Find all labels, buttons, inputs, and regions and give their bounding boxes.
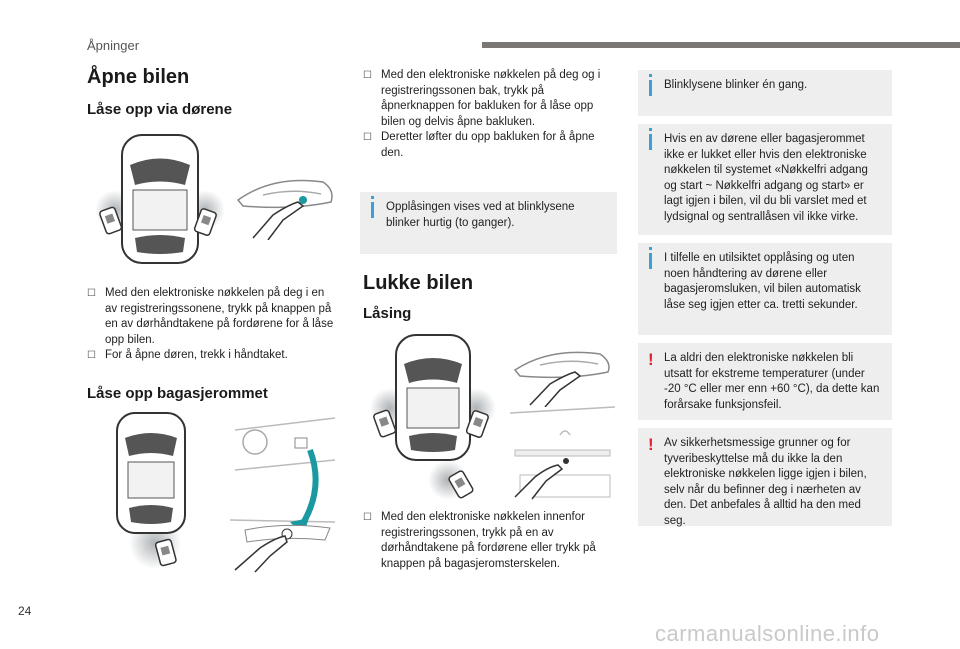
- bullet-text: Med den elektroniske nøkkelen på deg i e…: [105, 287, 334, 346]
- car-top-view-illustration: [95, 134, 225, 264]
- info-box: Blinklysene blinker én gang.: [638, 70, 892, 116]
- info-box: Opplåsingen vises ved at blinklysene bli…: [360, 192, 617, 254]
- warning-box: ! Av sikkerhetsmessige grunner og for ty…: [638, 428, 892, 527]
- page-number: 24: [18, 604, 32, 618]
- subheading-unlock-doors: Låse opp via dørene: [87, 101, 233, 118]
- checkbox-marker-icon: ☐: [87, 350, 96, 361]
- info-box: Hvis en av dørene eller bagasjerommet ik…: [638, 124, 892, 235]
- info-text: I tilfelle en utilsiktet opplåsing og ut…: [664, 252, 861, 311]
- info-icon: [649, 128, 652, 150]
- boot-sill-button-illustration: [510, 406, 615, 500]
- info-text: Opplåsingen vises ved at blinklysene bli…: [386, 201, 575, 229]
- list-item: ☐ Deretter løfter du opp bakluken for å å…: [363, 130, 618, 161]
- header-bar: [482, 42, 960, 48]
- checkbox-marker-icon: ☐: [363, 70, 372, 81]
- subheading-locking: Låsing: [363, 305, 412, 322]
- info-icon: [649, 74, 652, 96]
- info-icon: [371, 196, 374, 218]
- watermark: carmanualsonline.info: [655, 621, 880, 646]
- car-lock-zones-illustration: [370, 334, 496, 500]
- info-text: Blinklysene blinker én gang.: [664, 79, 808, 91]
- bullet-text: Med den elektroniske nøkkelen på deg og …: [381, 69, 601, 128]
- list-item: ☐ Med den elektroniske nøkkelen på deg og…: [363, 68, 618, 130]
- checkbox-marker-icon: ☐: [363, 132, 372, 143]
- info-box: I tilfelle en utilsiktet opplåsing og ut…: [638, 243, 892, 335]
- section-title-lock: Lukke bilen: [363, 272, 474, 294]
- list-item: ☐ For å åpne døren, trekk i håndtaket.: [87, 348, 337, 364]
- list-item: ☐ Med den elektroniske nøkkelen innenfor …: [363, 510, 618, 572]
- warning-exclamation-icon: !: [648, 435, 654, 454]
- checkbox-marker-icon: ☐: [87, 288, 96, 299]
- door-handle-lock-illustration: [513, 351, 610, 407]
- warning-exclamation-icon: !: [648, 350, 654, 369]
- bullet-text: For å åpne døren, trekk i håndtaket.: [105, 349, 288, 361]
- info-text: Hvis en av dørene eller bagasjerommet ik…: [664, 133, 868, 223]
- warning-box: ! La aldri den elektroniske nøkkelen bli…: [638, 343, 892, 420]
- list-item: ☐ Med den elektroniske nøkkelen på deg i …: [87, 286, 337, 348]
- warning-text: La aldri den elektroniske nøkkelen bli u…: [664, 352, 880, 411]
- car-rear-zone-illustration: [116, 412, 186, 569]
- door-handle-illustration: [236, 179, 333, 240]
- checkbox-marker-icon: ☐: [363, 512, 372, 523]
- section-header: Åpninger: [87, 38, 140, 53]
- boot-open-illustration: [229, 417, 336, 573]
- bullet-text: Deretter løfter du opp bakluken for å åp…: [381, 131, 595, 159]
- subheading-unlock-boot: Låse opp bagasjerommet: [87, 385, 268, 402]
- bullet-text: Med den elektroniske nøkkelen innenfor r…: [381, 511, 596, 570]
- info-icon: [649, 247, 652, 269]
- page-title: Åpne bilen: [87, 66, 190, 88]
- warning-text: Av sikkerhetsmessige grunner og for tyve…: [664, 437, 867, 527]
